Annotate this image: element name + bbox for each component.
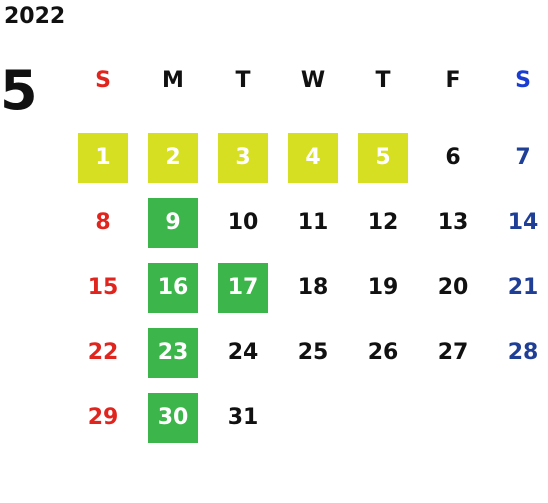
day-number: 11 (297, 210, 329, 235)
day-cell[interactable]: 13 (418, 190, 488, 255)
day-number: 30 (148, 392, 198, 443)
day-number: 24 (227, 340, 259, 365)
day-number: 1 (78, 132, 128, 183)
day-number: 20 (437, 275, 469, 300)
day-cell[interactable]: 18 (278, 255, 348, 320)
day-cell[interactable]: 22 (68, 320, 138, 385)
day-number: 25 (297, 340, 329, 365)
day-cell[interactable]: 27 (418, 320, 488, 385)
day-number: 2 (148, 132, 198, 183)
day-cell[interactable]: 14 (488, 190, 548, 255)
day-cell[interactable]: 10 (208, 190, 278, 255)
day-cell[interactable]: 12 (348, 190, 418, 255)
day-number: 3 (218, 132, 268, 183)
month-number: 5 (0, 59, 38, 122)
day-cell[interactable]: 8 (68, 190, 138, 255)
day-number: 12 (367, 210, 399, 235)
day-number: 9 (148, 197, 198, 248)
day-number: 26 (367, 340, 399, 365)
day-cell[interactable]: 16 (138, 255, 208, 320)
day-number: 8 (95, 210, 111, 235)
weekday-header-tue: T (235, 67, 251, 93)
day-number: 10 (227, 210, 259, 235)
day-number: 6 (445, 145, 461, 170)
weekday-header-sat: S (515, 67, 531, 93)
weekday-header-wed: W (300, 67, 326, 93)
weekday-header-mon: M (162, 67, 184, 93)
day-number: 15 (87, 275, 119, 300)
day-cell[interactable]: 28 (488, 320, 548, 385)
day-number: 16 (148, 262, 198, 313)
day-number: 19 (367, 275, 399, 300)
day-cell[interactable]: 24 (208, 320, 278, 385)
day-cell[interactable]: 17 (208, 255, 278, 320)
day-cell[interactable]: 7 (488, 125, 548, 190)
weekday-header-thu: T (375, 67, 391, 93)
day-number: 18 (297, 275, 329, 300)
weekday-header-fri: F (445, 67, 461, 93)
day-cell[interactable]: 23 (138, 320, 208, 385)
day-number: 31 (227, 405, 259, 430)
day-number: 22 (87, 340, 119, 365)
day-number: 29 (87, 405, 119, 430)
year-label: 2022 (4, 4, 66, 29)
day-cell[interactable]: 20 (418, 255, 488, 320)
day-number: 23 (148, 327, 198, 378)
day-number: 13 (437, 210, 469, 235)
day-number: 4 (288, 132, 338, 183)
day-cell[interactable]: 4 (278, 125, 348, 190)
day-cell[interactable]: 2 (138, 125, 208, 190)
day-number: 21 (507, 275, 539, 300)
day-cell[interactable]: 9 (138, 190, 208, 255)
day-number: 27 (437, 340, 469, 365)
day-number: 17 (218, 262, 268, 313)
day-cell[interactable]: 3 (208, 125, 278, 190)
day-cell[interactable]: 25 (278, 320, 348, 385)
day-cell[interactable]: 29 (68, 385, 138, 450)
day-cell[interactable]: 31 (208, 385, 278, 450)
day-cell[interactable]: 19 (348, 255, 418, 320)
day-number: 14 (507, 210, 539, 235)
day-cell[interactable]: 11 (278, 190, 348, 255)
day-cell[interactable]: 5 (348, 125, 418, 190)
day-cell[interactable]: 1 (68, 125, 138, 190)
day-cell[interactable]: 6 (418, 125, 488, 190)
day-number: 5 (358, 132, 408, 183)
day-number: 7 (515, 145, 531, 170)
day-cell[interactable]: 26 (348, 320, 418, 385)
day-cell[interactable]: 21 (488, 255, 548, 320)
day-cell[interactable]: 15 (68, 255, 138, 320)
day-number: 28 (507, 340, 539, 365)
day-cell[interactable]: 30 (138, 385, 208, 450)
weekday-header-sun: S (95, 67, 111, 93)
